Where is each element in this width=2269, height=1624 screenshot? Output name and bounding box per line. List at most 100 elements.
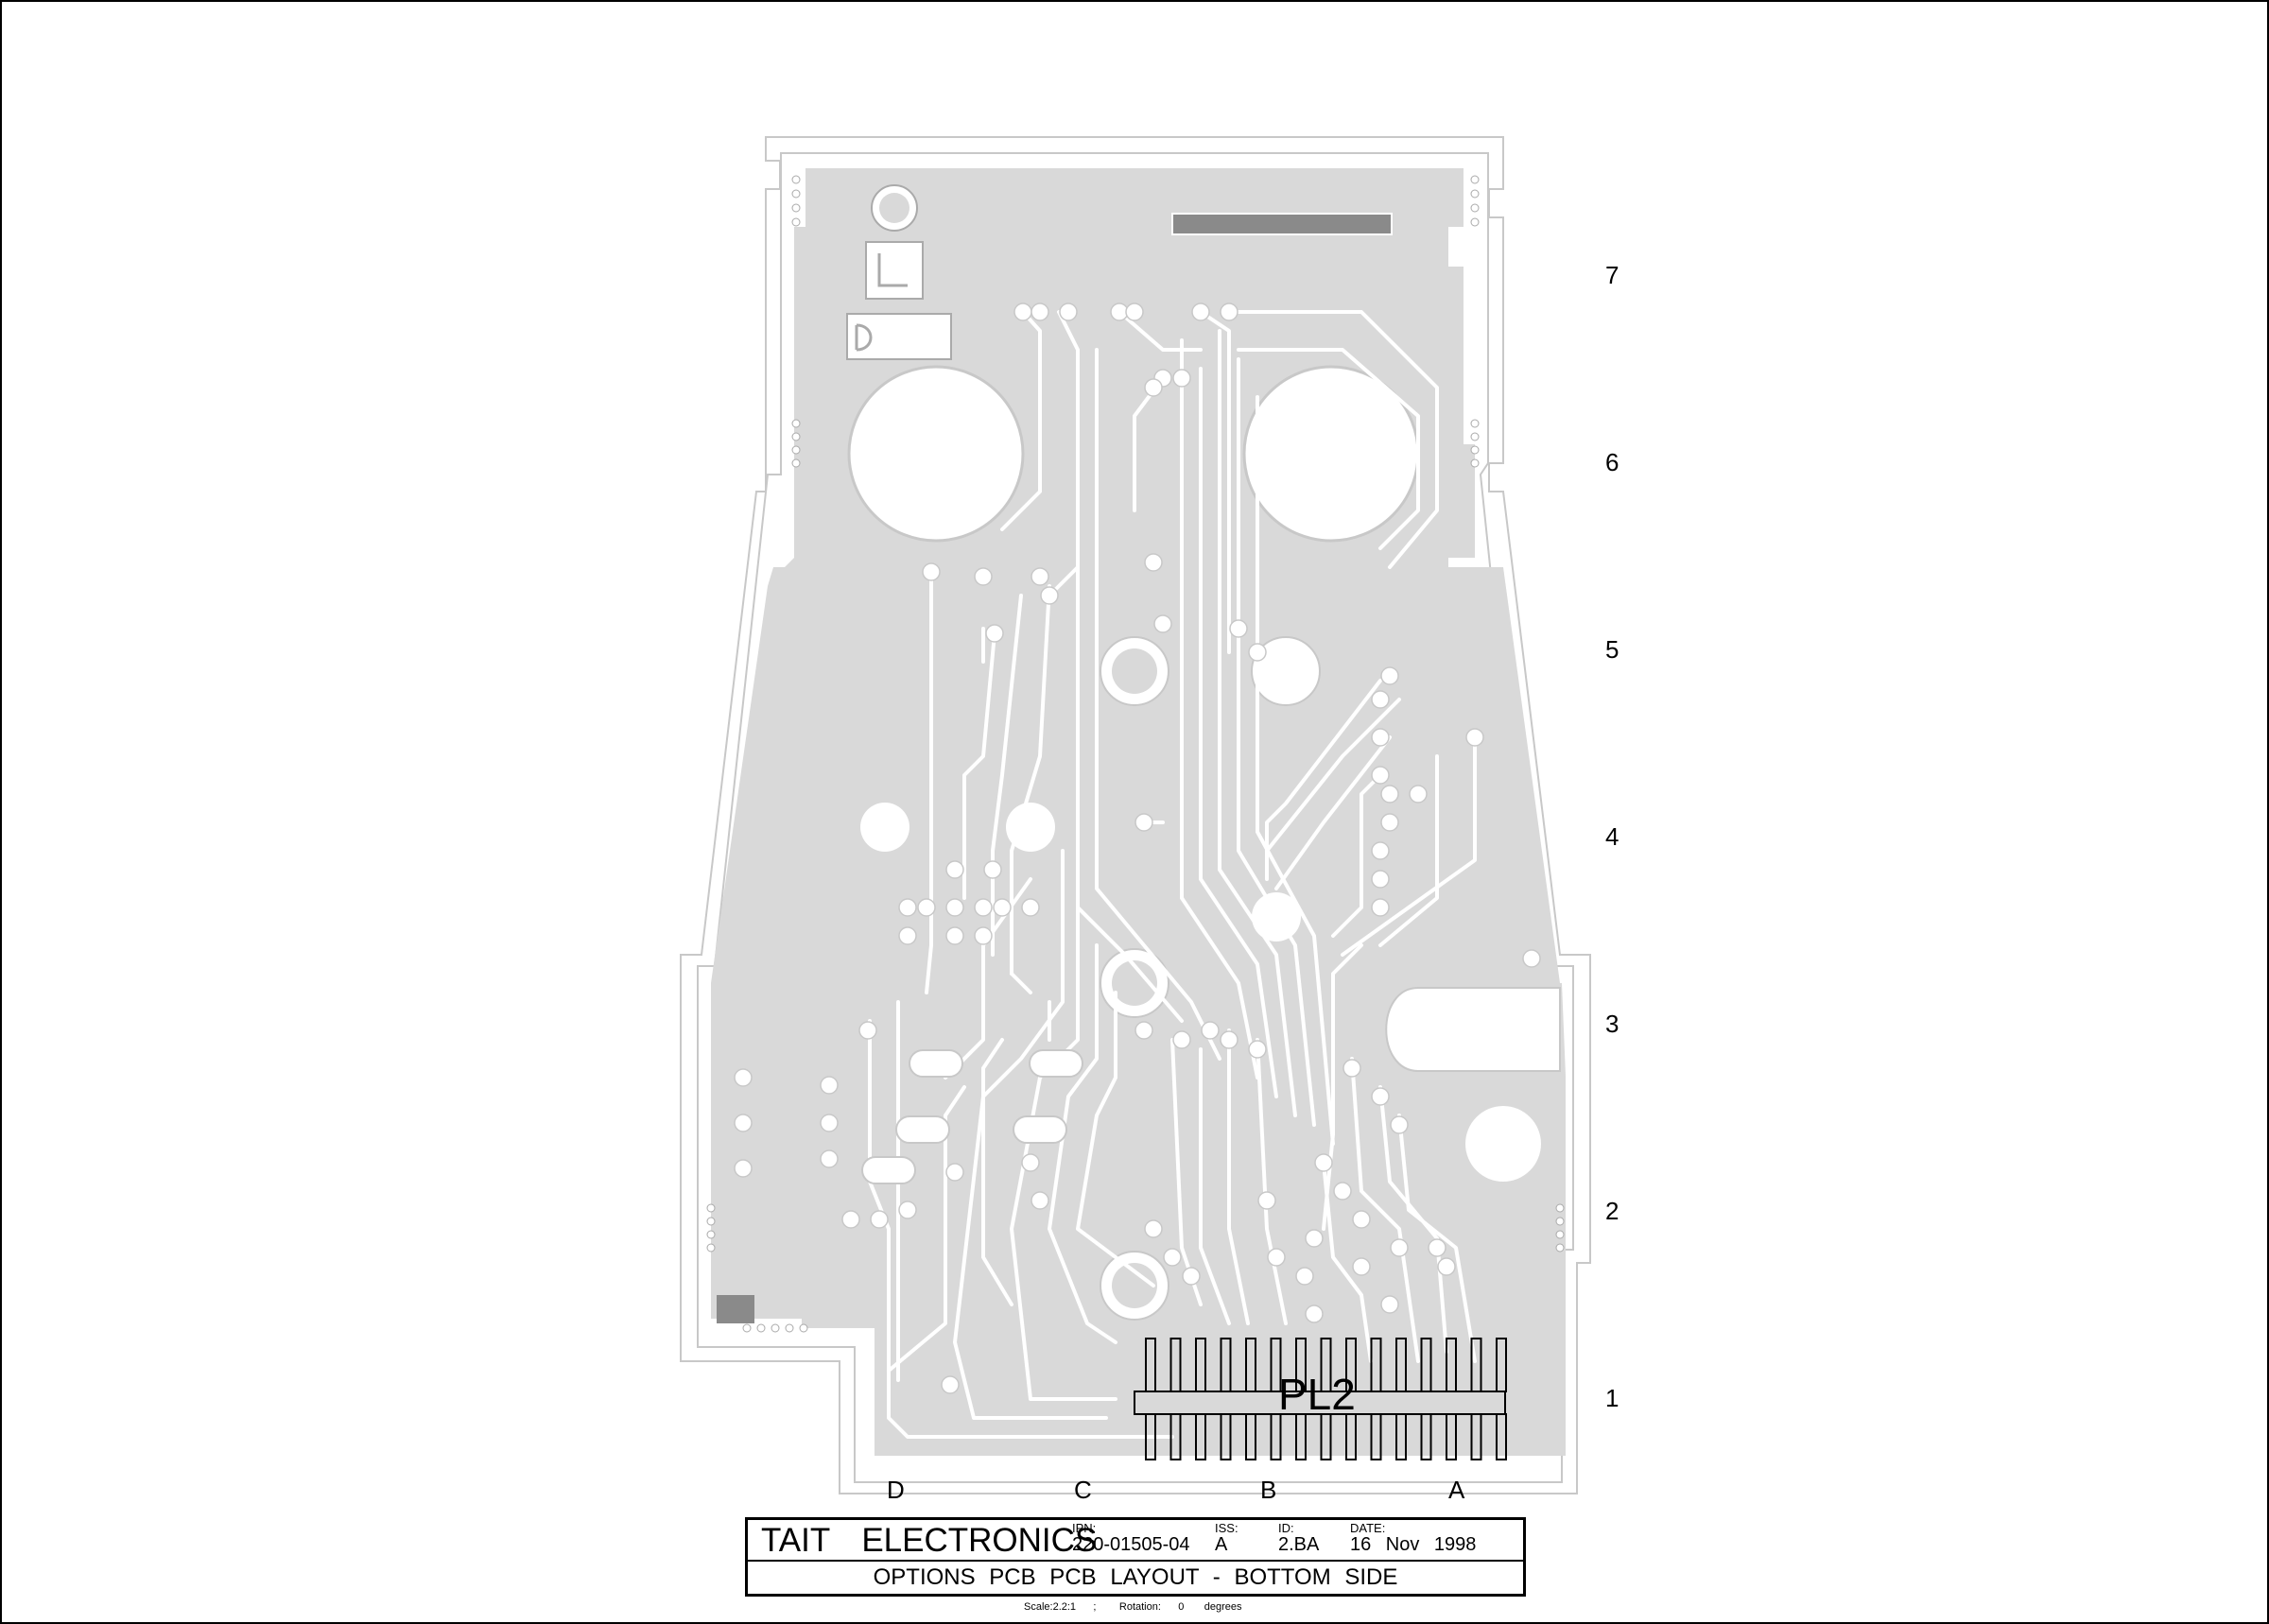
- mounting-holes: [847, 365, 1541, 1321]
- connector-body: [1134, 1391, 1506, 1415]
- oval-pad: [895, 1115, 950, 1144]
- pad: [1428, 1238, 1446, 1257]
- trace: [1180, 338, 1259, 1080]
- pad: [1191, 302, 1210, 321]
- trace: [962, 631, 996, 900]
- pad: [1409, 785, 1428, 803]
- pad: [1040, 586, 1059, 605]
- row-label-2: 2: [1605, 1197, 1619, 1225]
- pad: [1229, 619, 1248, 638]
- trace: [1117, 310, 1203, 352]
- trace: [1322, 1161, 1373, 1363]
- pad: [1305, 1304, 1324, 1323]
- board-outline-inner: [697, 152, 1574, 1483]
- pad: [1371, 1087, 1390, 1106]
- edge-pad: [791, 445, 801, 455]
- connector-pin: [1270, 1338, 1282, 1392]
- pad: [1257, 1191, 1276, 1210]
- pad: [1342, 1059, 1361, 1078]
- pad: [945, 1163, 964, 1182]
- pad: [1153, 614, 1172, 633]
- trace: [1274, 735, 1392, 890]
- connector-pin: [1496, 1413, 1507, 1460]
- pad: [1163, 1248, 1182, 1267]
- connector-label: PL2: [1278, 1370, 1356, 1419]
- edge-pad: [756, 1323, 766, 1333]
- edge-pad: [1470, 175, 1480, 184]
- pad: [974, 926, 993, 945]
- row-label-4: 4: [1605, 822, 1619, 851]
- trace: [1322, 943, 1363, 1231]
- pad: [1059, 302, 1078, 321]
- trace: [1237, 348, 1420, 550]
- connector-pin: [1470, 1413, 1482, 1460]
- edge-pad: [1555, 1203, 1565, 1213]
- edge-pad: [1555, 1243, 1565, 1253]
- pad: [898, 898, 917, 917]
- pad: [1220, 1030, 1238, 1049]
- pad: [1267, 1248, 1286, 1267]
- connector-pin: [1195, 1338, 1206, 1392]
- trace: [1170, 1038, 1203, 1306]
- edge-pad: [791, 432, 801, 441]
- connector-pin: [1320, 1338, 1332, 1392]
- pad: [941, 1375, 960, 1394]
- iss-field: ISS: A: [1215, 1522, 1238, 1555]
- connector-pin: [1245, 1338, 1256, 1392]
- column-label-b: B: [1260, 1476, 1277, 1504]
- edge-pad: [1470, 445, 1480, 455]
- column-label-a: A: [1448, 1476, 1465, 1504]
- trace: [1331, 773, 1382, 938]
- connector-pin: [1169, 1413, 1182, 1460]
- trace: [1227, 310, 1439, 569]
- edge-pad: [1470, 189, 1480, 199]
- edge-pad: [785, 1323, 794, 1333]
- pad: [1134, 1021, 1153, 1040]
- pad: [974, 567, 993, 586]
- connector-pin: [1446, 1338, 1457, 1392]
- pcb-traces: [868, 310, 1477, 1439]
- connector-pin: [1145, 1413, 1156, 1460]
- connector-pin: [1496, 1338, 1507, 1392]
- pcb-pads: [734, 302, 1541, 1394]
- pad: [1182, 1267, 1201, 1286]
- pad: [734, 1159, 753, 1178]
- pad: [1333, 1182, 1352, 1201]
- pad: [820, 1076, 839, 1095]
- edge-pad: [791, 217, 801, 227]
- connector-pin: [1320, 1413, 1332, 1460]
- trace: [981, 1038, 1013, 1306]
- pad: [1371, 870, 1390, 889]
- connector-pl2: [1134, 1338, 1507, 1460]
- edge-pad: [706, 1230, 716, 1239]
- connector-pin: [1395, 1338, 1407, 1392]
- trace: [1199, 310, 1231, 654]
- row-label-5: 5: [1605, 635, 1619, 664]
- pad: [820, 1149, 839, 1168]
- trace: [1227, 1028, 1250, 1325]
- pad: [1248, 643, 1267, 662]
- pad: [1380, 1295, 1399, 1314]
- pad: [1437, 1257, 1456, 1276]
- board-outline-outer: [680, 136, 1591, 1494]
- pad: [1295, 1267, 1314, 1286]
- pad: [922, 562, 941, 581]
- connector-pin: [1370, 1413, 1382, 1460]
- edge-pad: [1470, 419, 1480, 428]
- connector-pin: [1420, 1413, 1432, 1460]
- column-label-c: C: [1074, 1476, 1092, 1504]
- ipn-field: IPN: 220-01505-04: [1072, 1522, 1190, 1555]
- pad: [841, 1210, 860, 1229]
- pad: [945, 898, 964, 917]
- pad: [1201, 1021, 1220, 1040]
- connector-pin: [1220, 1338, 1232, 1392]
- pad: [1013, 302, 1032, 321]
- trace: [1350, 1057, 1420, 1363]
- pad: [870, 1210, 889, 1229]
- dark-pad-bottom-left: [717, 1295, 754, 1323]
- trace: [887, 1085, 966, 1373]
- pad: [1031, 567, 1049, 586]
- pad: [1371, 898, 1390, 917]
- connector-pin: [1395, 1413, 1407, 1460]
